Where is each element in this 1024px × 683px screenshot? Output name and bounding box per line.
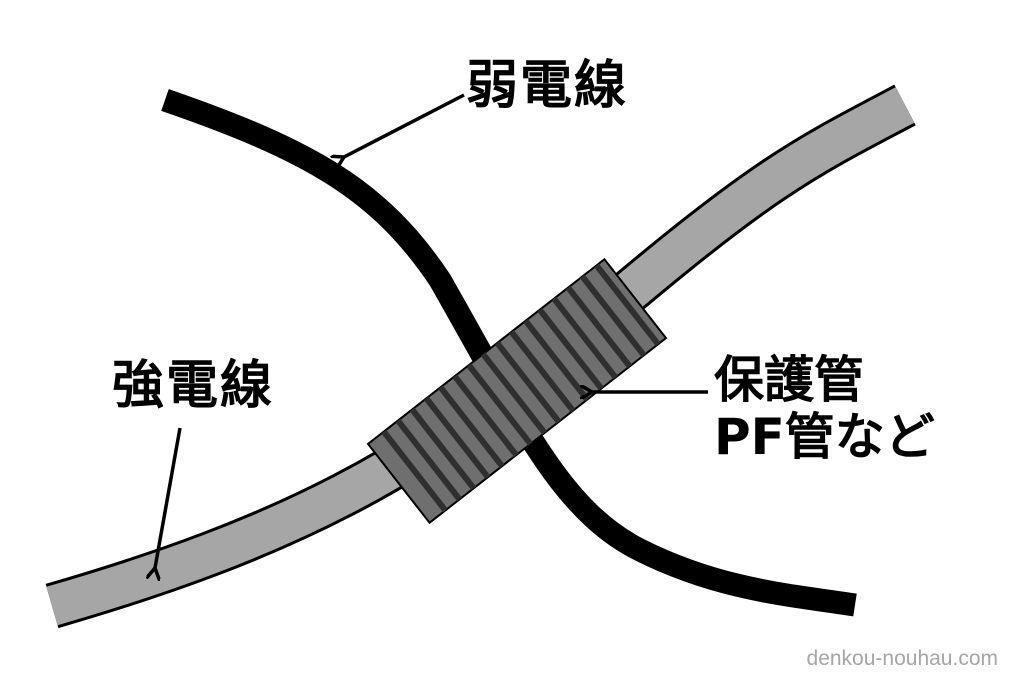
protective-pipe	[366, 257, 668, 525]
arrow-icon	[155, 427, 182, 568]
weak-wire-label: 弱電線	[466, 56, 629, 116]
pipe-ridges	[381, 263, 661, 513]
protective-pipe-label-line2: PF管など	[714, 408, 935, 466]
strong-wire-label: 強電線	[112, 356, 275, 416]
protective-pipe-label: 保護管 PF管など	[714, 352, 935, 466]
protective-pipe-label-line1: 保護管	[714, 351, 864, 409]
arrow-icon	[344, 93, 465, 157]
site-watermark: denkou-nouhau.com	[806, 647, 998, 670]
